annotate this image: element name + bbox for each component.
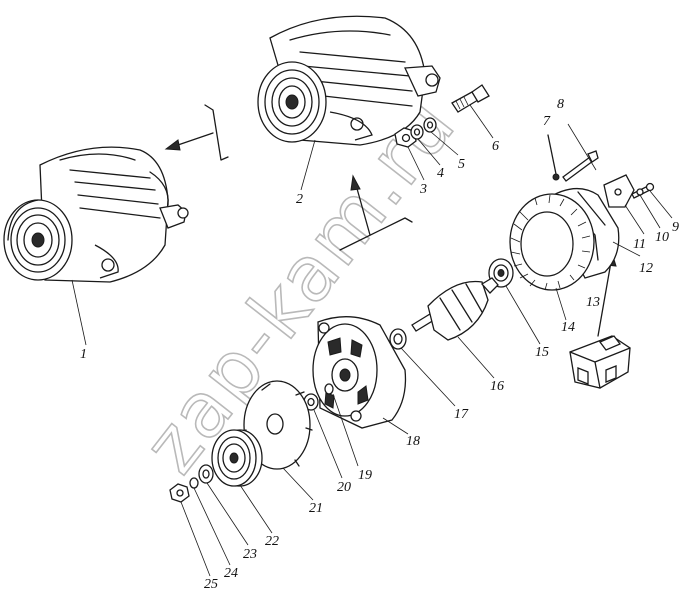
spacer-19: [324, 383, 334, 395]
part-labels: 1 2 3 4 5 6 7 8 9 10 11 12 13 14 15 16 1…: [80, 97, 679, 592]
leader-lines: [71, 104, 673, 577]
label-part-8: 8: [557, 97, 564, 112]
label-part-21: 21: [309, 501, 323, 516]
alternator-assembly-top: [257, 15, 441, 146]
washer-24: [189, 477, 199, 489]
label-part-25: 25: [204, 577, 218, 592]
label-part-4: 4: [437, 166, 444, 181]
front-housing-18: [312, 316, 407, 429]
bolt-6: [451, 84, 490, 113]
label-part-17: 17: [454, 407, 469, 422]
label-part-11: 11: [633, 237, 646, 252]
label-part-13: 13: [586, 295, 600, 310]
label-part-12: 12: [639, 261, 653, 276]
label-part-3: 3: [419, 182, 427, 197]
rotor-16: [411, 277, 499, 341]
label-part-6: 6: [492, 139, 499, 154]
label-part-19: 19: [358, 468, 372, 483]
assembly-arrow-up: [339, 174, 413, 251]
rectifier-13: [569, 335, 631, 389]
stator-14: [509, 193, 595, 291]
label-part-22: 22: [265, 534, 279, 549]
label-part-14: 14: [561, 320, 575, 335]
cover-11: [603, 174, 635, 208]
label-part-15: 15: [535, 345, 549, 360]
label-part-10: 10: [655, 230, 669, 245]
washer-10: [636, 188, 644, 196]
bearing-15: [488, 258, 514, 288]
label-part-7: 7: [543, 114, 551, 129]
label-part-24: 24: [224, 566, 238, 581]
washer-4: [410, 124, 424, 140]
screw-7: [547, 134, 560, 181]
spacer-17: [389, 328, 407, 350]
washer-5: [423, 117, 437, 133]
stud-8: [562, 150, 599, 182]
label-part-18: 18: [406, 434, 420, 449]
nut-25: [169, 483, 190, 503]
pulley-22: [211, 429, 263, 487]
label-part-20: 20: [337, 480, 351, 495]
label-part-1: 1: [80, 347, 87, 362]
label-part-9: 9: [672, 220, 679, 235]
washer-23: [198, 464, 214, 484]
assembly-arrow-left: [164, 104, 229, 161]
label-part-16: 16: [490, 379, 504, 394]
alternator-assembly-left: [3, 146, 189, 283]
label-part-23: 23: [243, 547, 257, 562]
label-part-5: 5: [458, 157, 465, 172]
label-part-2: 2: [296, 192, 303, 207]
